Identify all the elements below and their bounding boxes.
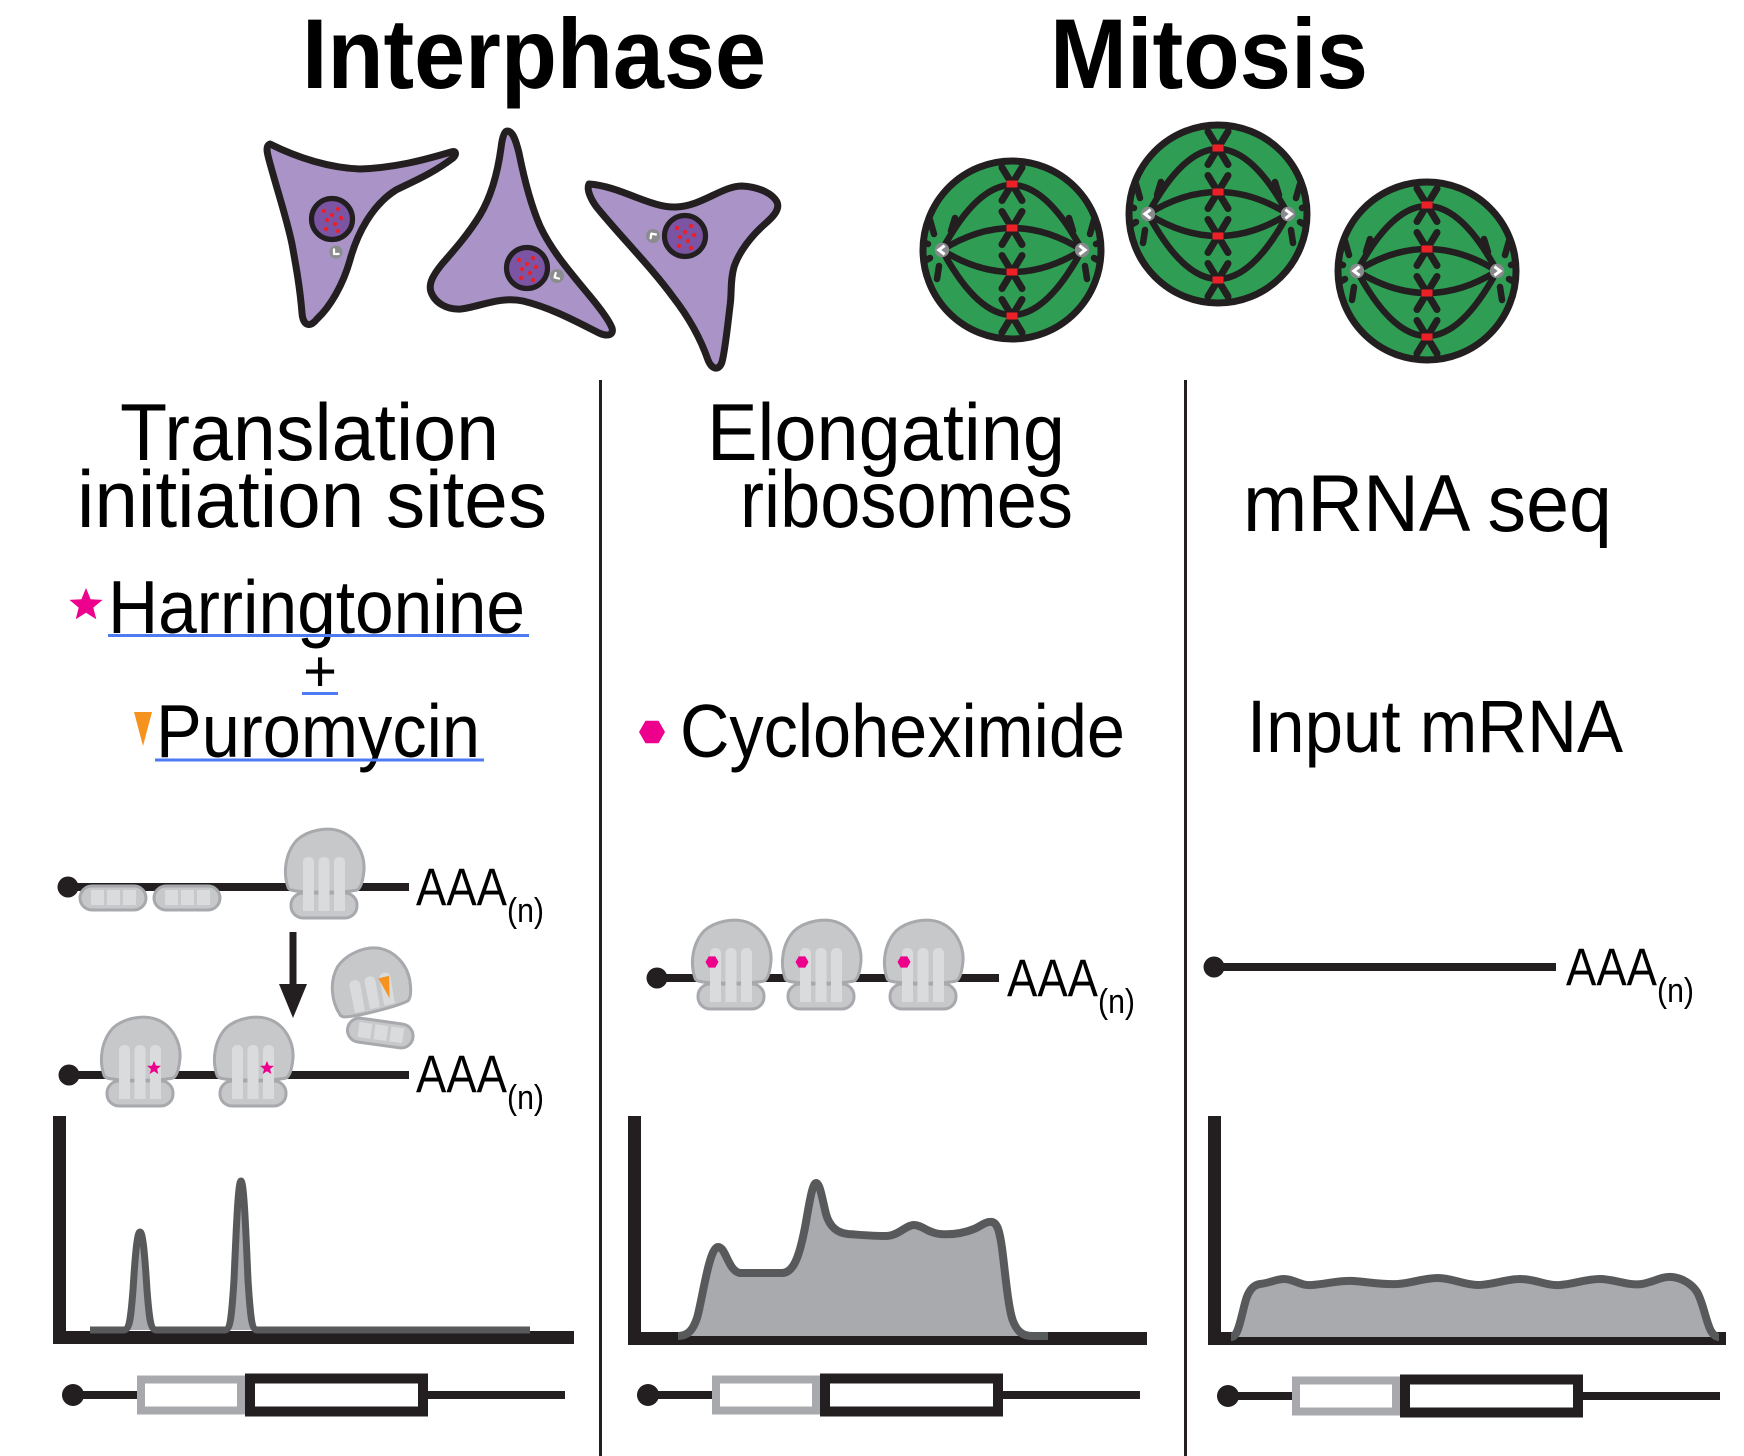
svg-text:AAA: AAA xyxy=(416,858,508,917)
svg-text:AAA: AAA xyxy=(416,1045,508,1104)
svg-text:(n): (n) xyxy=(1657,972,1694,1010)
svg-text:mRNA seq: mRNA seq xyxy=(1243,459,1612,549)
svg-text:initiation sites: initiation sites xyxy=(77,455,547,545)
svg-text:(n): (n) xyxy=(1098,983,1135,1021)
svg-text:Cycloheximide: Cycloheximide xyxy=(680,689,1125,773)
svg-text:(n): (n) xyxy=(507,1079,544,1117)
svg-text:Translation: Translation xyxy=(120,388,499,478)
svg-text:ribosomes: ribosomes xyxy=(740,455,1073,545)
svg-text:Elongating: Elongating xyxy=(707,388,1065,478)
svg-text:(n): (n) xyxy=(507,892,544,930)
svg-text:AAA: AAA xyxy=(1007,949,1099,1008)
svg-text:Input mRNA: Input mRNA xyxy=(1247,685,1624,768)
svg-text:AAA: AAA xyxy=(1566,938,1658,997)
svg-text:Interphase: Interphase xyxy=(302,0,766,109)
svg-text:Mitosis: Mitosis xyxy=(1050,0,1368,109)
